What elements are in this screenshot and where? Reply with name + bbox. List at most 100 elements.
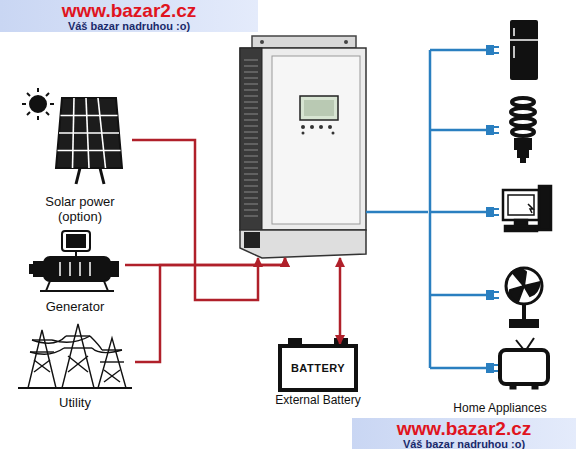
sun-icon <box>37 116 39 120</box>
tv-icon <box>500 350 548 384</box>
inverter-icon <box>244 180 258 181</box>
sun-icon <box>27 112 30 115</box>
generator-icon <box>108 262 118 276</box>
generator-node: Generator <box>25 228 125 314</box>
inverter-icon <box>244 90 258 91</box>
inverter-icon <box>244 192 258 193</box>
plug-icon <box>494 208 499 210</box>
generator-icon <box>67 235 85 247</box>
generator-icon <box>30 231 118 291</box>
inverter-icon <box>310 125 314 129</box>
solar-panel-icon <box>56 98 122 168</box>
inverter-icon <box>240 230 366 258</box>
computer-icon <box>505 226 537 231</box>
appliance-wiring <box>430 50 488 368</box>
generator-icon <box>40 290 114 292</box>
inverter-icon <box>300 96 338 120</box>
inverter-icon <box>244 138 258 139</box>
plug-icon <box>486 363 494 373</box>
inverter-icon <box>244 150 258 151</box>
utility-pylons-icon <box>34 360 50 372</box>
appliance-wiring <box>430 129 488 132</box>
inverter-icon <box>344 40 348 44</box>
inverter-icon <box>302 132 305 135</box>
inverter-icon <box>252 36 356 48</box>
plug-icon <box>494 126 499 128</box>
inverter-icon <box>244 120 258 121</box>
inverter-icon <box>244 78 258 79</box>
node-label: Solar power (option) <box>34 194 126 224</box>
sun-icon <box>46 93 49 96</box>
sun-icon <box>50 103 54 105</box>
bulb-icon <box>511 118 535 126</box>
computer-icon <box>508 195 534 215</box>
node-label: External Battery <box>272 394 364 407</box>
connector <box>132 140 258 300</box>
utility-pylons-icon <box>98 338 126 388</box>
fridge-icon <box>510 20 538 80</box>
battery-node: BATTERYExternal Battery <box>278 344 358 392</box>
appliance-wiring <box>430 49 488 52</box>
inverter-icon <box>244 168 258 169</box>
sun-icon <box>46 112 49 115</box>
generator-icon <box>69 262 71 276</box>
generator-icon <box>46 281 50 291</box>
sun-icon <box>37 88 39 92</box>
computer-icon <box>503 190 539 220</box>
bulb-icon <box>511 98 535 163</box>
fridge-icon <box>510 20 538 80</box>
plug-icon <box>494 291 499 293</box>
plug-icon <box>494 214 499 216</box>
fan-icon <box>510 269 540 302</box>
solar-panel-icon <box>76 168 80 184</box>
sun-icon <box>22 103 26 105</box>
appliance-wiring <box>429 50 432 368</box>
node-label: Home Appliances <box>453 401 546 416</box>
watermark-url: www.bazar2.cz <box>352 419 576 438</box>
plug-icon <box>494 52 499 54</box>
utility-pylons-icon <box>18 324 132 388</box>
bulb-icon <box>520 158 526 163</box>
connector <box>339 258 342 344</box>
watermark-slogan: Váš bazar nadruhou :o) <box>0 20 258 32</box>
node-label: Utility <box>59 395 91 410</box>
watermark-box: www.bazar2.czVáš bazar nadruhou :o) <box>0 0 258 32</box>
utility-pylons-icon <box>30 336 122 354</box>
plug-icon <box>494 46 499 48</box>
generator-icon <box>89 262 91 276</box>
fan-icon <box>522 304 526 320</box>
inverter-icon <box>244 162 258 163</box>
inverter-icon <box>244 210 258 211</box>
utility-node: Utility <box>15 320 135 410</box>
inverter-icon <box>244 198 258 199</box>
connector <box>366 211 428 214</box>
inverter-icon <box>244 114 258 115</box>
utility-pylons-icon <box>34 360 50 372</box>
generator-icon <box>79 262 81 276</box>
appliance-wiring <box>430 367 488 370</box>
tv-icon <box>500 338 548 389</box>
solar-panel-icon <box>98 98 106 168</box>
watermark-url: www.bazar2.cz <box>0 1 258 20</box>
inverter-icon <box>244 60 258 61</box>
sun-icon <box>27 93 30 96</box>
generator-icon <box>104 281 108 291</box>
inverter-icon <box>244 60 258 216</box>
computer-icon <box>539 186 551 230</box>
inverter-icon <box>244 126 258 127</box>
inverter-icon <box>304 100 334 116</box>
inverter-icon <box>301 125 335 135</box>
bulb-icon <box>512 128 534 136</box>
inverter-icon <box>301 125 305 129</box>
utility-pylons-icon <box>64 347 92 348</box>
generator-icon <box>59 262 61 276</box>
inverter-icon <box>244 102 258 103</box>
generator-icon <box>44 257 110 281</box>
inverter-icon <box>244 232 260 248</box>
inverter-icon <box>244 216 258 217</box>
inverter-icon <box>328 125 332 129</box>
inverter-icon <box>244 132 258 133</box>
solar-panel-icon <box>58 150 121 152</box>
fridge-icon <box>513 46 515 58</box>
solar-node: Solar power (option) <box>28 86 132 224</box>
